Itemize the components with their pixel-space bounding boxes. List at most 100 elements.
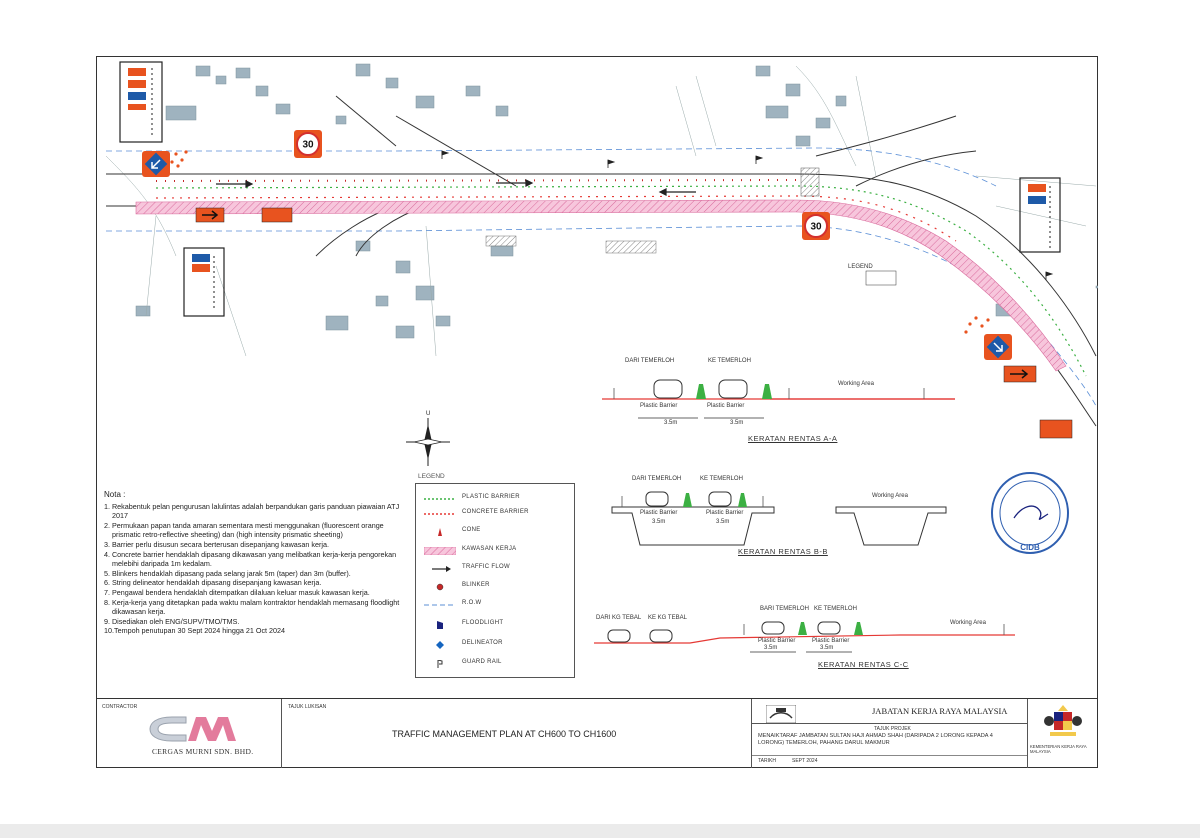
note-item: 9. Disediakan oleh ENG/SUPV/TMO/TMS. (104, 616, 240, 626)
coat-of-arms-icon (1044, 705, 1082, 736)
shaded-lot (605, 240, 657, 254)
section-a-right-label: KE TEMERLOH (708, 358, 751, 364)
north-arrow-icon: U (406, 411, 450, 466)
sign-box-right (1019, 177, 1061, 253)
agency-name: JABATAN KERJA RAYA MALAYSIA (872, 706, 1008, 716)
cross-sections (594, 379, 1015, 653)
section-b-right-label: KE TEMERLOH (700, 476, 743, 482)
flag-markers (441, 150, 1054, 280)
section-a-dim-right: 3.5m (730, 420, 744, 426)
drawing-title-cell: TAJUK LUKISAN TRAFFIC MANAGEMENT PLAN AT… (282, 699, 752, 768)
legend-label: PLASTIC BARRIER (462, 494, 520, 500)
notes-title: Nota : (104, 490, 126, 499)
traffic-flow-arrows (216, 179, 696, 196)
date-divider (752, 755, 1027, 756)
keep-left-sign-right (984, 334, 1012, 360)
cm-logo-icon (149, 716, 236, 742)
cone-icon (438, 528, 442, 536)
section-c-right-label: KE TEMERLOH (814, 606, 857, 612)
legend-label: CONCRETE BARRIER (462, 509, 529, 515)
date-label: TARIKH (758, 758, 776, 764)
section-c-dim-left: 3.5m (764, 645, 778, 651)
notes-block: Nota : 1. Rekabentuk pelan pengurusan la… (104, 490, 404, 636)
section-c-dim-right: 3.5m (820, 645, 834, 651)
svg-text:U: U (426, 411, 430, 417)
work-zone (135, 199, 1067, 372)
warning-signs (195, 207, 1073, 439)
legend-label: TRAFFIC FLOW (462, 564, 510, 570)
section-b-dim-left: 3.5m (652, 519, 666, 525)
sign-box-top-left (119, 61, 163, 143)
sign-box-bottom-left (183, 247, 225, 317)
section-a-dim-left: 3.5m (664, 420, 678, 426)
section-c-far-left-label: DARI KG TEBAL (596, 615, 642, 621)
section-b-barrier-left: Plastic Barrier (640, 510, 678, 516)
legend-label: BLINKER (462, 582, 490, 588)
section-a-a (602, 379, 955, 419)
drawing-label: TAJUK LUKISAN (288, 704, 327, 710)
blinker-icon (436, 583, 444, 591)
project-label: TAJUK PROJEK (874, 726, 911, 732)
section-c-c (594, 621, 1015, 653)
drawing-title: TRAFFIC MANAGEMENT PLAN AT CH600 TO CH16… (392, 729, 617, 739)
legend-row-delineator: DELINEATOR (416, 638, 574, 652)
delineator-icon (436, 641, 444, 649)
speed-limit-text-left: 30 (302, 140, 314, 151)
legend-row-cone: CONE (416, 525, 574, 539)
note-item: 4. Concrete barrier hendaklah dipasang d… (104, 549, 397, 569)
keep-left-sign-left (142, 151, 170, 177)
ministry-name: KEMENTERIAN KERJA RAYA MALAYSIA (1030, 744, 1087, 754)
title-block: CONTRACTOR CERGAS MURNI SDN. BHD. TAJUK … (96, 698, 1098, 768)
cidb-stamp: CIDB (991, 472, 1069, 554)
section-c-left-label: BARI TEMERLOH (760, 606, 809, 612)
legend-label: R.O.W (462, 600, 482, 606)
project-divider (752, 723, 1027, 724)
section-c-far-right-label: KE KG TEBAL (648, 615, 687, 621)
buildings (135, 63, 1098, 339)
date-value: SEPT 2024 (792, 758, 818, 764)
legend-label: KAWASAN KERJA (462, 546, 517, 552)
guard-rail-icon (437, 660, 443, 668)
section-b-caption: KERATAN RENTAS B-B (738, 547, 828, 556)
arrow-icon (432, 566, 451, 572)
note-item: 2. Permukaan papan tanda amaran sementar… (104, 520, 384, 540)
legend-row-traffic-flow: TRAFFIC FLOW (416, 562, 574, 576)
section-c-work-area: Working Area (950, 620, 986, 626)
work-zone-hatch-icon (424, 547, 456, 555)
site-plan: 30 30 LEGEND U (105, 61, 1098, 554)
cone-cluster (170, 150, 990, 334)
shaded-lot-2 (485, 235, 517, 247)
section-c-caption: KERATAN RENTAS C-C (818, 660, 909, 669)
legend-label: DELINEATOR (462, 640, 503, 646)
note-item: 10.Tempoh penutupan 30 Sept 2024 hingga … (104, 626, 286, 636)
legend-label: GUARD RAIL (462, 659, 502, 665)
concrete-barrier-line-icon (424, 513, 456, 515)
bottom-scroll-strip (0, 824, 1200, 838)
legend-row-work-zone: KAWASAN KERJA (416, 544, 574, 558)
legend-label: FLOODLIGHT (462, 620, 504, 626)
legend-row-row: R.O.W (416, 598, 574, 612)
section-a-barrier-right: Plastic Barrier (707, 403, 745, 409)
floodlight-icon (437, 621, 443, 629)
jkr-logo-icon (766, 705, 796, 723)
section-b-b (611, 491, 947, 546)
plastic-barrier-line-icon (424, 498, 456, 500)
legend-title: LEGEND (418, 473, 445, 480)
drawing-sheet (96, 56, 1098, 768)
map-legend-label: LEGEND (848, 264, 873, 270)
section-c-barrier-right: Plastic Barrier (812, 638, 850, 644)
ministry-cell: KEMENTERIAN KERJA RAYA MALAYSIA (1028, 699, 1098, 768)
map-legend-box (865, 270, 897, 286)
contractor-name: CERGAS MURNI SDN. BHD. (152, 747, 254, 756)
section-b-dim-right: 3.5m (716, 519, 730, 525)
section-a-barrier-left: Plastic Barrier (640, 403, 678, 409)
speed-limit-sign-left: 30 (294, 130, 322, 158)
contractor-cell: CONTRACTOR CERGAS MURNI SDN. BHD. (96, 699, 282, 768)
note-item: 1. Rekabentuk pelan pengurusan lalulinta… (104, 501, 400, 521)
note-item: 6. String delineator hendaklah dipasang … (104, 578, 322, 588)
legend-row-plastic-barrier: PLASTIC BARRIER (416, 492, 574, 506)
legend-box: LEGEND PLASTIC BARRIER CONCRETE BARRIER … (415, 473, 575, 678)
section-a-work-area: Working Area (838, 381, 874, 387)
legend-row-floodlight: FLOODLIGHT (416, 618, 574, 632)
legend-row-guard-rail: GUARD RAIL (416, 657, 574, 671)
